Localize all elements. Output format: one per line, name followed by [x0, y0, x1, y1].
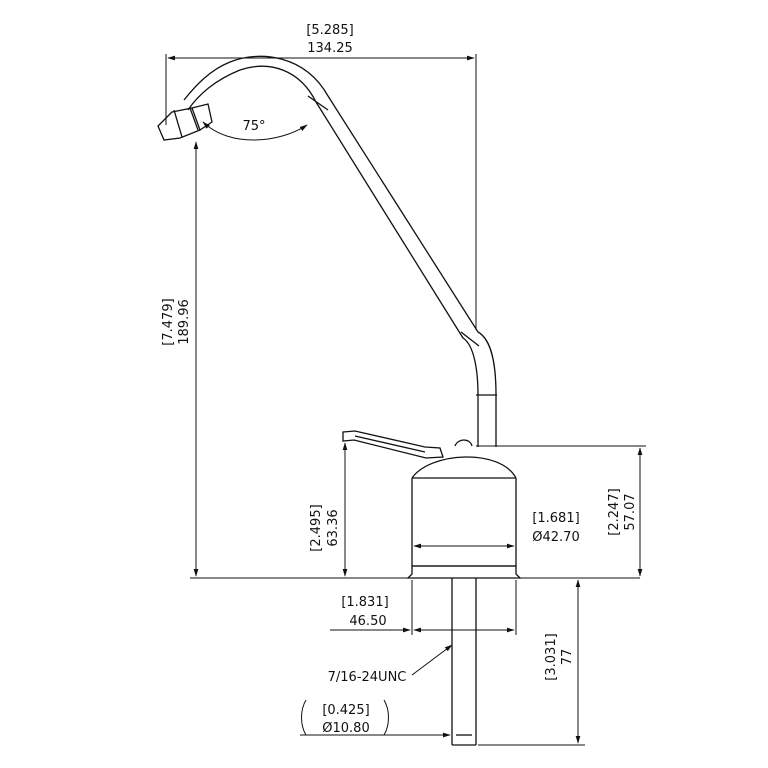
shank-length-inch: [3.031]	[544, 633, 559, 680]
body-diameter-mm: Ø42.70	[532, 530, 579, 545]
lever-height-mm: 63.36	[326, 509, 341, 546]
overall-reach-inch: [5.285]	[306, 23, 353, 38]
threaded-shank	[451, 578, 477, 746]
body-height-inch: [2.247]	[607, 488, 622, 535]
shank-length-dimension-lines	[478, 579, 585, 746]
body-diameter-inch: [1.681]	[532, 511, 579, 526]
spout-height-dimension-lines	[190, 141, 640, 579]
lever-handle	[342, 430, 473, 459]
base-offset-dimension-lines	[330, 580, 517, 635]
body-height-dimension-lines	[476, 445, 646, 577]
shank-diameter-dimension-lines	[300, 699, 451, 738]
body-height-mm: 57.07	[623, 493, 638, 530]
spout-height-inch: [7.479]	[161, 298, 176, 345]
faucet-body	[406, 456, 522, 579]
shank-length-mm: 77	[560, 649, 575, 666]
thread-label: 7/16-24UNC	[328, 670, 407, 685]
thread-leader-line	[411, 644, 453, 676]
spout	[183, 55, 497, 447]
spout-angle-arc	[202, 121, 308, 141]
shank-diameter-inch: [0.425]	[322, 703, 369, 718]
base-offset-inch: [1.831]	[341, 595, 388, 610]
lever-height-inch: [2.495]	[309, 504, 324, 551]
spout-height-mm: 189.96	[177, 299, 192, 345]
overall-reach-mm: 134.25	[307, 41, 353, 56]
base-offset-mm: 46.50	[349, 614, 386, 629]
spout-angle-deg: 75°	[242, 119, 265, 134]
overall-reach-dimension-lines	[165, 54, 477, 330]
shank-diameter-mm: Ø10.80	[322, 721, 369, 736]
